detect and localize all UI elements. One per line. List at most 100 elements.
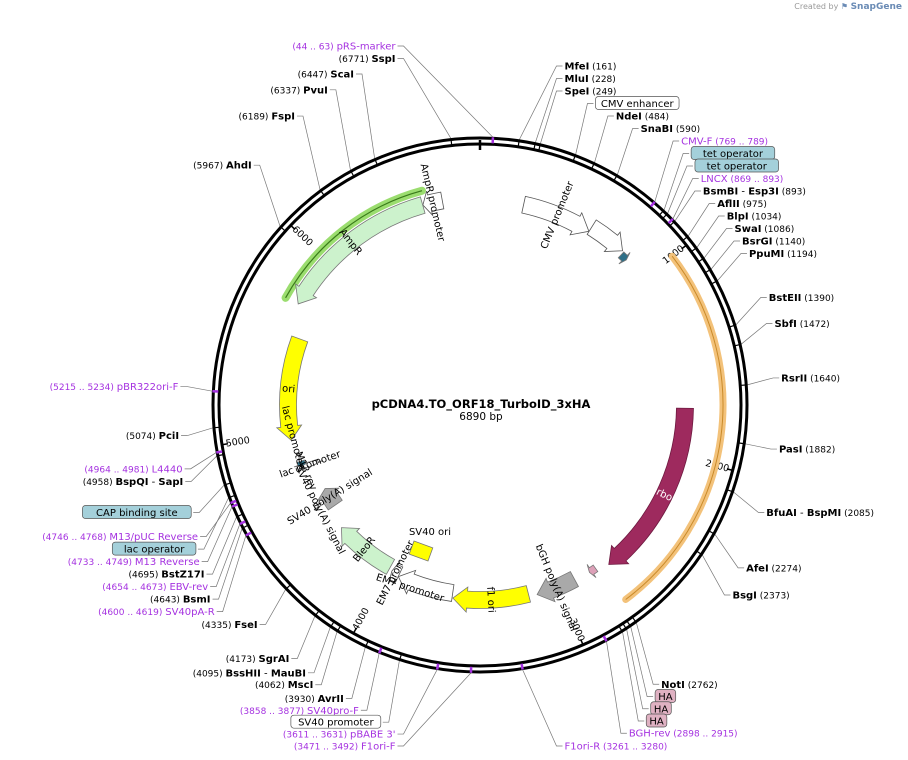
site-label-snabi[interactable]: SnaBI (590) [641, 124, 700, 135]
feature-sv40-promoter[interactable] [397, 569, 455, 602]
site-label-bstz17i[interactable]: (4695) BstZ17I [128, 570, 204, 581]
site-label-bspqi[interactable]: (4958) BspQI - SapI [83, 477, 184, 488]
site-position: (2762) [685, 681, 718, 691]
site-marker [659, 209, 665, 215]
site-label-sv40-promoter[interactable]: SV40 promoter [290, 714, 382, 729]
leader-line [672, 178, 699, 220]
site-label-sv40pa-r[interactable]: (4600 .. 4619) SV40pA-R [98, 607, 215, 618]
site-label-ndei[interactable]: NdeI (484) [616, 112, 669, 123]
site-label-scai[interactable]: (6447) ScaI [298, 69, 354, 80]
site-label-sspi[interactable]: (6771) SspI [339, 54, 396, 65]
feature-ha[interactable] [586, 564, 599, 578]
site-label-fsei[interactable]: (4335) FseI [202, 620, 258, 631]
site-label-pasi[interactable]: PasI (1882) [779, 445, 835, 456]
feature-turboid[interactable] [608, 407, 694, 565]
site-label-afei[interactable]: AfeI (2274) [746, 563, 801, 574]
feature-ori[interactable] [275, 335, 309, 441]
site-label-sbfi[interactable]: SbfI (1472) [774, 319, 829, 330]
feature-ampr[interactable] [295, 196, 426, 305]
site-position: (6189) [239, 113, 272, 123]
site-label-ebv-rev[interactable]: (4654 .. 4673) EBV-rev [102, 582, 208, 593]
site-label-text: (44 .. 63) pRS-marker [292, 42, 396, 53]
site-label-sv40pro-f[interactable]: (3858 .. 3877) SV40pro-F [240, 706, 359, 717]
site-marker [450, 138, 453, 145]
site-label-bsrgi[interactable]: BsrGI (1140) [742, 237, 805, 248]
credit-prefix: Created by [794, 2, 839, 11]
site-label-bsmbi[interactable]: BsmBI - Esp3I (893) [703, 187, 806, 198]
feature-tet-operator[interactable] [617, 251, 631, 265]
site-label-ha[interactable]: HA [650, 701, 672, 716]
site-label-cmv-f[interactable]: CMV-F (769 .. 789) [681, 137, 768, 148]
site-label-m13-puc-reverse[interactable]: (4746 .. 4768) M13/pUC Reverse [42, 532, 198, 543]
feature-cmv-enhancer[interactable] [521, 195, 590, 236]
site-marker [364, 641, 369, 648]
site-position: (1882) [802, 446, 835, 456]
site-label-mfei[interactable]: MfeI (161) [565, 62, 617, 73]
site-marker [649, 201, 656, 208]
site-label-ha[interactable]: HA [645, 713, 668, 728]
site-label-bsgi[interactable]: BsgI (2373) [732, 591, 789, 602]
site-label-text: HA [649, 717, 664, 728]
site-label-lncx[interactable]: LNCX (869 .. 893) [701, 174, 784, 185]
site-name: PciI [159, 431, 179, 442]
site-label-l4440[interactable]: (4964 .. 4981) L4440 [84, 464, 182, 475]
site-label-bsshii[interactable]: (4095) BssHII - MauBI [193, 668, 306, 679]
site-label-aflii[interactable]: AflII (975) [717, 199, 767, 210]
site-label-cap-binding-site[interactable]: CAP binding site [82, 505, 192, 519]
feature-bgh-poly-a-signal[interactable] [536, 571, 579, 603]
feature-f1-ori[interactable] [452, 585, 531, 613]
site-name: BsgI [732, 591, 756, 602]
site-label-text: (4335) FseI [202, 620, 258, 631]
site-label-ppumi[interactable]: PpuMI (1194) [749, 249, 817, 260]
site-label-rsrii[interactable]: RsrII (1640) [781, 373, 840, 384]
feature-bleor[interactable] [341, 527, 396, 575]
site-label-msci[interactable]: (4062) MscI [255, 680, 313, 691]
site-label-tet-operator[interactable]: tet operator [694, 158, 779, 173]
site-label-swai[interactable]: SwaI (1086) [735, 224, 795, 235]
site-label-tet-operator[interactable]: tet operator [690, 146, 776, 161]
site-sep: - [261, 668, 271, 679]
site-position: (2085) [841, 509, 874, 519]
site-name: M13/pUC Reverse [109, 532, 198, 543]
site-label-bgh-rev[interactable]: BGH-rev (2898 .. 2915) [629, 729, 738, 740]
leader-line [667, 165, 693, 214]
site-sep: - [797, 508, 807, 519]
leader-line [539, 90, 563, 144]
site-label-f1ori-r[interactable]: F1ori-R (3261 .. 3280) [565, 742, 668, 753]
site-label-sgrai[interactable]: (4173) SgrAI [226, 654, 290, 665]
feature-cmv-promoter[interactable] [586, 219, 623, 253]
feature-em7-promoter[interactable] [388, 560, 404, 584]
site-marker [591, 162, 596, 169]
site-label-spei[interactable]: SpeI (249) [565, 87, 617, 98]
site-label-pcii[interactable]: (5074) PciI [126, 431, 179, 442]
site-marker [691, 247, 698, 252]
leader-line [594, 115, 614, 163]
feature-sv40-ori[interactable] [408, 540, 434, 562]
site-label-fspi[interactable]: (6189) FspI [239, 112, 295, 123]
site-label-avrii[interactable]: (3930) AvrII [285, 694, 344, 705]
leader-line [654, 140, 680, 202]
site-label-ha[interactable]: HA [654, 689, 677, 704]
site-position: (3471 .. 3492) [294, 743, 361, 753]
tick-label: 6000 [290, 224, 315, 249]
site-label-ahdi[interactable]: (5967) AhdI [193, 161, 252, 172]
feature-ampr-promoter[interactable] [422, 190, 445, 217]
leader-line [735, 297, 767, 326]
site-label-prs-marker[interactable]: (44 .. 63) pRS-marker [292, 42, 396, 53]
site-label-bsmi[interactable]: (4643) BsmI [150, 595, 211, 606]
site-label-bsteii[interactable]: BstEII (1390) [769, 293, 834, 304]
site-label-bfuai[interactable]: BfuAI - BspMI (2085) [766, 508, 874, 519]
site-label-pbabe-3[interactable]: (3611 .. 3631) pBABE 3' [283, 730, 396, 741]
site-label-mlui[interactable]: MluI (228) [565, 74, 616, 85]
site-label-f1ori-f[interactable]: (3471 .. 3492) F1ori-F [294, 742, 396, 753]
feature-cap-site[interactable] [293, 459, 310, 468]
feature-sv40-poly-a-signal[interactable] [317, 487, 343, 511]
site-label-noti[interactable]: NotI (2762) [661, 680, 718, 691]
site-label-cmv-enhancer[interactable]: CMV enhancer [595, 96, 680, 111]
site-label-lac-operator[interactable]: lac operator [111, 541, 197, 556]
site-label-blpi[interactable]: BlpI (1034) [727, 212, 782, 223]
site-label-pvui[interactable]: (6337) PvuI [270, 85, 327, 96]
site-label-m13-reverse[interactable]: (4733 .. 4749) M13 Reverse [68, 557, 200, 568]
site-label-pbr322ori-f[interactable]: (5215 .. 5234) pBR322ori-F [50, 382, 179, 393]
